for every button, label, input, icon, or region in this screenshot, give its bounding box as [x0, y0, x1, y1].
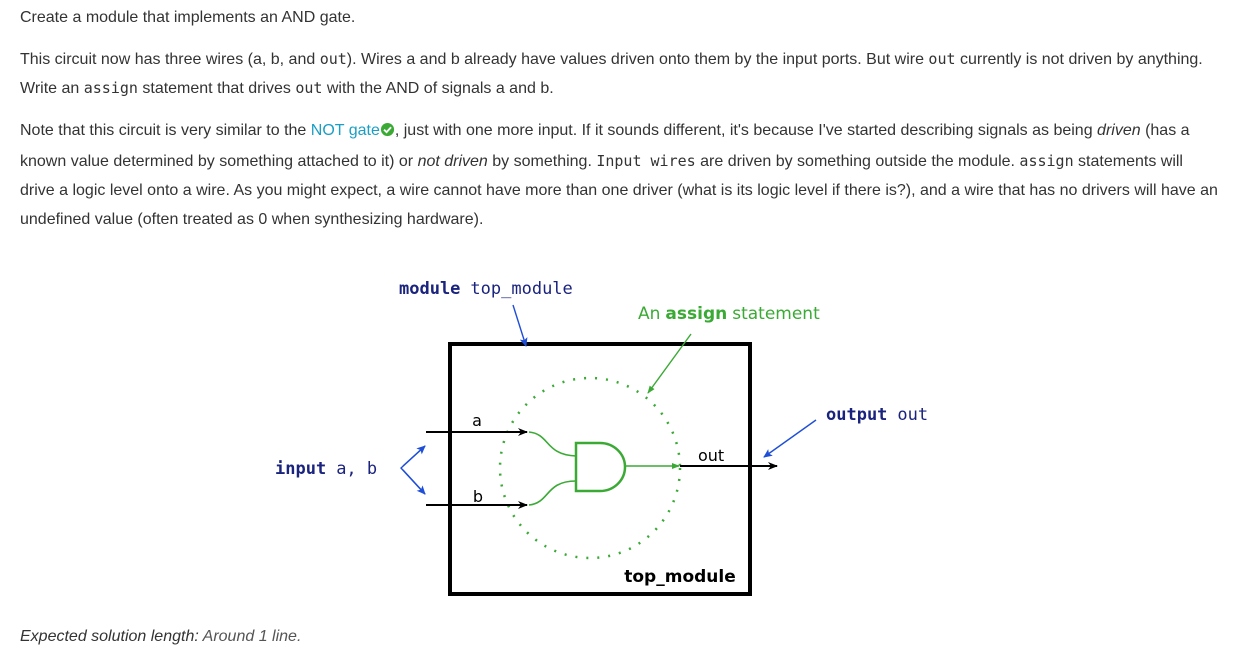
text-run: with the AND of signals a and b. [322, 80, 554, 97]
and-gate-icon [574, 441, 627, 493]
text-run: are driven by something outside the modu… [695, 153, 1020, 170]
emphasis-driven: driven [1097, 122, 1141, 139]
solution-length-label: Expected solution length: [20, 628, 199, 645]
text-run: statement that drives [137, 80, 296, 97]
text-run: statements will drive a logic level onto… [20, 153, 1218, 228]
input-arrow-b [402, 469, 426, 495]
code-out: out [319, 50, 347, 68]
intro-text: Create a module that implements an AND g… [20, 9, 356, 26]
code-out: out [295, 79, 323, 97]
input-pointer-arrows [400, 445, 426, 495]
solution-length-note: Expected solution length: Around 1 line. [20, 622, 1220, 651]
not-gate-link[interactable]: NOT gate [310, 122, 380, 139]
emphasis-not-driven: not driven [417, 153, 488, 170]
wire-a-label: a [472, 411, 482, 430]
intro-paragraph-3: Note that this circuit is very similar t… [20, 116, 1220, 234]
code-assign: assign [83, 79, 138, 97]
code-input-wires: Input wires [596, 152, 696, 170]
wire-b-label: b [473, 487, 483, 506]
gate-input-a [528, 431, 577, 457]
assign-pointer-arrow [647, 333, 692, 394]
code-assign: assign [1019, 152, 1074, 170]
assign-boundary-circle [498, 376, 682, 560]
check-circle-icon [380, 118, 395, 147]
text-run: Note that this circuit is very similar t… [20, 122, 311, 139]
code-out: out [928, 50, 956, 68]
module-box [448, 342, 752, 596]
solution-length-value: Around 1 line. [202, 628, 302, 645]
text-run: (has a known value determined by somethi… [20, 122, 1190, 170]
input-arrow-a [402, 445, 426, 467]
text-run: currently is not driven by anything. Wri… [20, 51, 1203, 97]
box-label: top_module [624, 567, 736, 587]
text-run: by something. [487, 153, 597, 170]
gate-input-b [528, 480, 577, 506]
wire-out-label: out [698, 446, 724, 465]
text-run: This circuit now has three wires (a, b, … [20, 51, 320, 68]
intro-paragraph-2: This circuit now has three wires (a, b, … [20, 45, 1220, 103]
intro-paragraph-1: Create a module that implements an AND g… [20, 3, 1220, 32]
text-run: , just with one more input. If it sounds… [394, 122, 1098, 139]
output-pointer-arrow [763, 419, 817, 458]
module-pointer-arrow [512, 304, 528, 347]
text-run: ). Wires a and b already have values dri… [346, 51, 929, 68]
